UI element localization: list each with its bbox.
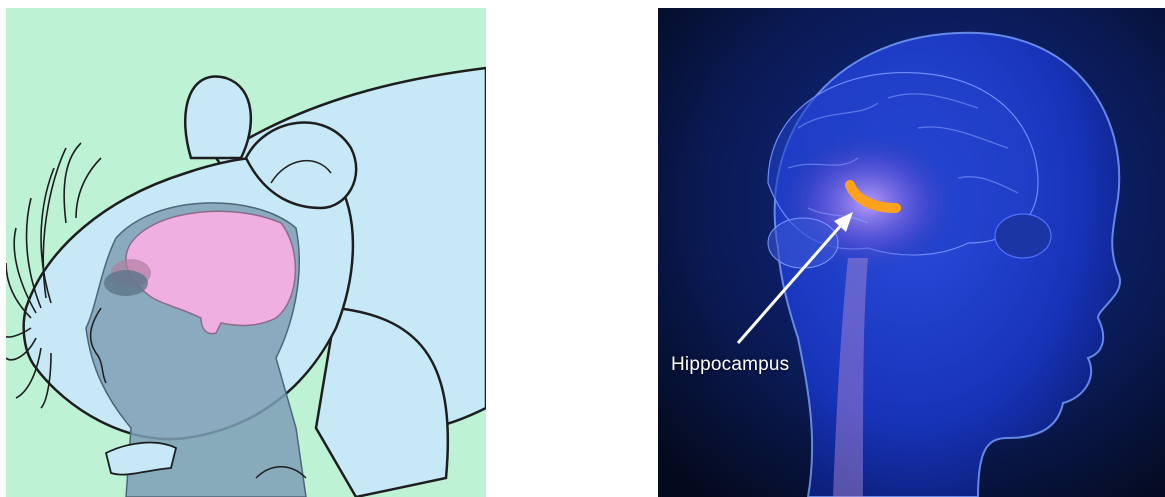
- mouse-illustration: [6, 8, 486, 497]
- mouse-head-drawing: [6, 8, 486, 497]
- human-head-drawing: [658, 8, 1165, 497]
- hippocampus-label: Hippocampus: [671, 354, 789, 376]
- mouse-eye: [104, 270, 148, 296]
- mouse-ear-back: [185, 76, 251, 158]
- human-illustration: Hippocampus: [658, 8, 1165, 497]
